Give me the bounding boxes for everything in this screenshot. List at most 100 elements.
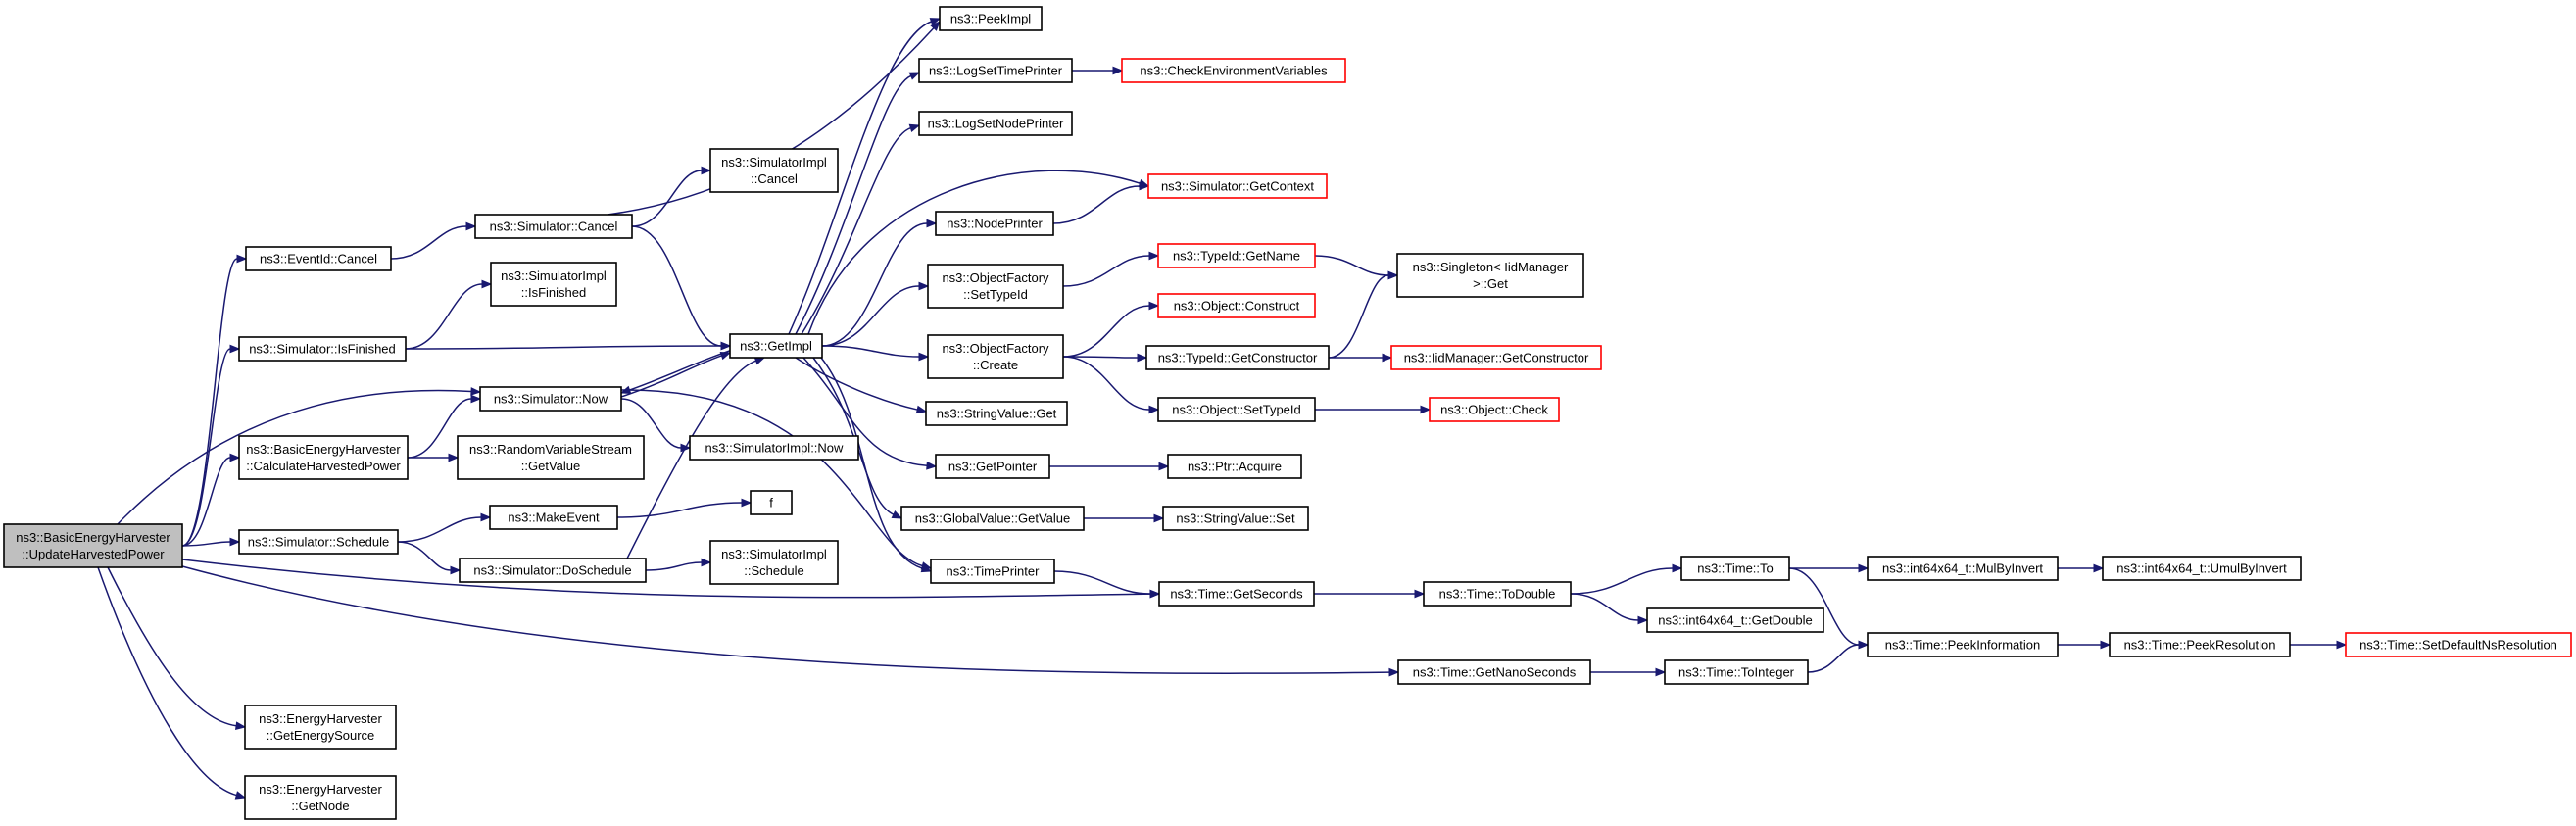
- node-time-peekresolution[interactable]: ns3::Time::PeekResolution: [2109, 632, 2291, 657]
- node-label-line: ::SetTypeId: [963, 287, 1028, 302]
- node-stringvalue-set[interactable]: ns3::StringValue::Set: [1162, 506, 1309, 531]
- node-object-check[interactable]: ns3::Object::Check: [1429, 397, 1560, 422]
- node-peekimpl[interactable]: ns3::PeekImpl: [939, 6, 1043, 31]
- node-make-event[interactable]: ns3::MakeEvent: [489, 505, 618, 530]
- node-int64-getdouble[interactable]: ns3::int64x64_t::GetDouble: [1646, 607, 1824, 633]
- node-time-getnanoseconds[interactable]: ns3::Time::GetNanoSeconds: [1397, 659, 1591, 685]
- arrowhead-icon: [470, 387, 482, 396]
- edge-root-to-calc_harvested: [181, 453, 241, 547]
- node-nodeprinter[interactable]: ns3::NodePrinter: [935, 211, 1054, 236]
- arrowhead-icon: [1158, 462, 1170, 471]
- edge-getimpl-to-logsettimeprinter: [795, 72, 921, 335]
- node-typeid-getname[interactable]: ns3::TypeId::GetName: [1157, 243, 1316, 268]
- node-sim-doschedule[interactable]: ns3::Simulator::DoSchedule: [459, 558, 647, 583]
- edge-make_event-to-f: [616, 498, 753, 518]
- edge-getimpl-to-timeprinter: [820, 357, 933, 573]
- node-get-node[interactable]: ns3::EnergyHarvester::GetNode: [244, 775, 397, 820]
- edge-globalvalue_getvalue-to-stringvalue_set: [1084, 513, 1165, 523]
- edge-typeid_getconstructor-to-iidmanager_getconstructor: [1329, 353, 1393, 363]
- node-getpointer[interactable]: ns3::GetPointer: [935, 454, 1050, 479]
- node-get-energy-source[interactable]: ns3::EnergyHarvester::GetEnergySource: [244, 705, 397, 750]
- node-singleton-get[interactable]: ns3::Singleton< IidManager >::Get: [1396, 253, 1584, 298]
- node-label-line: ns3::NodePrinter: [947, 217, 1043, 231]
- node-sim-cancel[interactable]: ns3::Simulator::Cancel: [474, 214, 633, 239]
- node-ptr-acquire[interactable]: ns3::Ptr::Acquire: [1167, 454, 1302, 479]
- node-label-line: ns3::Simulator::Now: [494, 392, 608, 407]
- node-label-line: ns3::Time::PeekInformation: [1885, 638, 2040, 653]
- node-globalvalue-getvalue[interactable]: ns3::GlobalValue::GetValue: [900, 506, 1085, 531]
- arrowhead-icon: [619, 385, 632, 394]
- node-f[interactable]: f: [750, 490, 793, 515]
- node-label-line: ::GetNode: [291, 799, 349, 813]
- node-rvs-getvalue[interactable]: ns3::RandomVariableStream::GetValue: [457, 435, 645, 480]
- node-label-line: ns3::TimePrinter: [947, 564, 1041, 579]
- node-object-settypeid[interactable]: ns3::Object::SetTypeId: [1157, 397, 1316, 422]
- node-simimpl-cancel[interactable]: ns3::SimulatorImpl::Cancel: [709, 148, 839, 193]
- node-sim-now[interactable]: ns3::Simulator::Now: [479, 386, 622, 412]
- edge-eventid_cancel-to-sim_cancel: [390, 221, 477, 260]
- node-label-line: ns3::GlobalValue::GetValue: [915, 511, 1071, 526]
- edge-calc_harvested-to-rvs_getvalue: [407, 453, 460, 462]
- node-time-tointeger[interactable]: ns3::Time::ToInteger: [1664, 659, 1809, 685]
- edge-time_tointeger-to-time_peekinformation: [1807, 640, 1870, 673]
- node-simimpl-schedule[interactable]: ns3::SimulatorImpl::Schedule: [709, 540, 839, 585]
- call-edges: [97, 18, 2348, 800]
- arrowhead-icon: [2100, 640, 2112, 650]
- edge-getimpl-to-globalvalue_getvalue: [812, 357, 903, 519]
- arrowhead-icon: [1387, 270, 1399, 280]
- edge-time_to-to-int64_mulbyinvert: [1789, 563, 1870, 573]
- arrowhead-icon: [915, 405, 928, 414]
- node-sim-schedule[interactable]: ns3::Simulator::Schedule: [238, 529, 399, 555]
- edge-calc_harvested-to-sim_now: [407, 394, 482, 459]
- node-eventid-cancel[interactable]: ns3::EventId::Cancel: [245, 246, 392, 271]
- node-label-line: ns3::CheckEnvironmentVariables: [1140, 64, 1328, 78]
- node-time-setdefaultnsresolution[interactable]: ns3::Time::SetDefaultNsResolution: [2345, 632, 2572, 657]
- node-sim-isfinished[interactable]: ns3::Simulator::IsFinished: [238, 336, 407, 362]
- edge-getimpl-to-objfactory_create: [821, 345, 930, 362]
- node-root[interactable]: ns3::BasicEnergyHarvester::UpdateHarvest…: [3, 523, 183, 568]
- node-sim-getcontext[interactable]: ns3::Simulator::GetContext: [1147, 173, 1328, 199]
- arrowhead-icon: [926, 461, 938, 470]
- arrowhead-icon: [1420, 405, 1432, 414]
- node-timeprinter[interactable]: ns3::TimePrinter: [930, 559, 1055, 584]
- node-label-line: ns3::Simulator::Schedule: [248, 535, 390, 550]
- node-logsettimeprinter[interactable]: ns3::LogSetTimePrinter: [918, 58, 1073, 83]
- node-calc-harvested[interactable]: ns3::BasicEnergyHarvester::CalculateHarv…: [238, 435, 409, 480]
- node-label-line: ns3::Time::ToInteger: [1678, 665, 1795, 680]
- node-label-line: ns3::Time::GetSeconds: [1170, 587, 1303, 602]
- node-int64-umulbyinvert[interactable]: ns3::int64x64_t::UmulByInvert: [2102, 556, 2302, 581]
- node-time-todouble[interactable]: ns3::Time::ToDouble: [1423, 581, 1572, 607]
- node-label-line: ns3::BasicEnergyHarvester: [246, 442, 401, 457]
- node-label-line: ns3::StringValue::Set: [1176, 511, 1295, 526]
- node-check-env[interactable]: ns3::CheckEnvironmentVariables: [1121, 58, 1346, 83]
- node-object-construct[interactable]: ns3::Object::Construct: [1157, 293, 1316, 318]
- edge-objfactory_create-to-object_construct: [1062, 301, 1160, 358]
- node-label-line: ns3::Simulator::GetContext: [1161, 179, 1314, 194]
- edge-sim_doschedule-to-simimpl_schedule: [645, 558, 712, 571]
- arrowhead-icon: [234, 721, 247, 730]
- node-label-line: ns3::Simulator::Cancel: [490, 219, 618, 234]
- node-stringvalue-get[interactable]: ns3::StringValue::Get: [925, 401, 1068, 426]
- node-time-to[interactable]: ns3::Time::To: [1680, 556, 1790, 581]
- node-time-peekinformation[interactable]: ns3::Time::PeekInformation: [1867, 632, 2059, 657]
- arrowhead-icon: [930, 21, 941, 31]
- node-objfactory-settypeid[interactable]: ns3::ObjectFactory::SetTypeId: [927, 264, 1064, 309]
- node-label-line: ns3::GetPointer: [948, 460, 1038, 474]
- arrowhead-icon: [480, 512, 492, 522]
- node-typeid-getconstructor[interactable]: ns3::TypeId::GetConstructor: [1145, 345, 1330, 370]
- node-iidmanager-getconstructor[interactable]: ns3::IidManager::GetConstructor: [1390, 345, 1602, 370]
- edge-time_todouble-to-time_to: [1570, 563, 1683, 595]
- node-logsetnodeprinter[interactable]: ns3::LogSetNodePrinter: [918, 111, 1073, 136]
- node-getimpl[interactable]: ns3::GetImpl: [729, 333, 823, 359]
- node-simimpl-isfinished[interactable]: ns3::SimulatorImpl::IsFinished: [490, 262, 617, 307]
- node-simimpl-now[interactable]: ns3::SimulatorImpl::Now: [689, 435, 859, 461]
- node-int64-mulbyinvert[interactable]: ns3::int64x64_t::MulByInvert: [1867, 556, 2059, 581]
- arrowhead-icon: [234, 791, 247, 800]
- edge-getimpl-to-peekimpl: [788, 18, 942, 335]
- edge-root-to-time_getnanoseconds: [181, 565, 1400, 677]
- node-objfactory-create[interactable]: ns3::ObjectFactory::Create: [927, 334, 1064, 379]
- arrowhead-icon: [1637, 615, 1649, 625]
- node-time-getseconds[interactable]: ns3::Time::GetSeconds: [1158, 581, 1315, 607]
- node-label-line: ns3::Time::GetNanoSeconds: [1413, 665, 1577, 680]
